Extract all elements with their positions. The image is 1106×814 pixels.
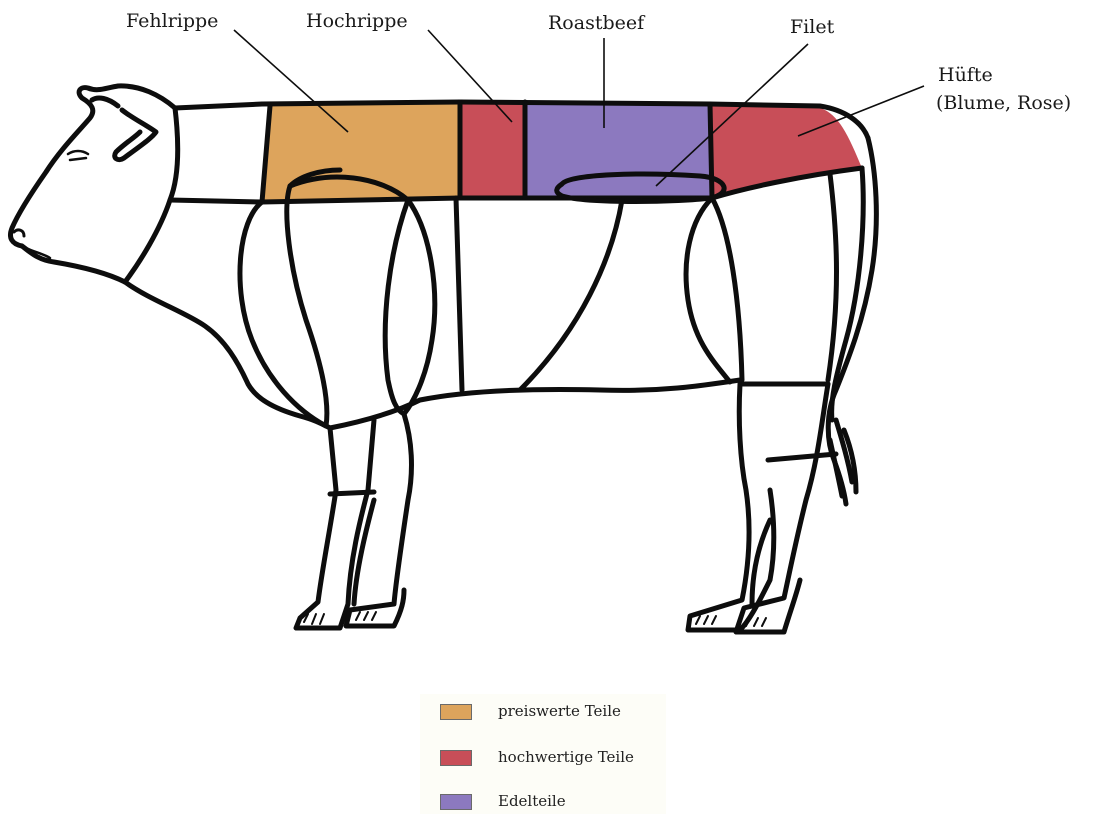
legend: preiswerte Teile hochwertige Teile Edelt… [420, 694, 666, 814]
ear-outline [115, 110, 156, 160]
flank-vertical [456, 198, 462, 390]
legend-label-preiswert: preiswerte Teile [498, 700, 621, 722]
chuck-division [170, 106, 270, 202]
region-huefte [710, 104, 862, 198]
label-huefte-sub: (Blume, Rose) [936, 92, 1071, 114]
label-fehlrippe: Fehlrippe [126, 10, 218, 32]
label-filet: Filet [790, 16, 834, 38]
shoulder-inner [290, 177, 408, 414]
nostril-mark [14, 230, 24, 236]
shoulder-oval [240, 170, 340, 426]
region-roastbeef [525, 102, 712, 198]
divider-roast-huefte [710, 104, 712, 198]
legend-label-hochwertig: hochwertige Teile [498, 746, 634, 768]
region-hochrippe [460, 102, 525, 198]
eye-mark [68, 151, 88, 160]
legend-swatch-hochwertig [440, 750, 472, 766]
label-roastbeef: Roastbeef [548, 12, 644, 34]
legend-label-edel: Edelteile [498, 790, 566, 812]
flank-curve [520, 200, 622, 390]
label-huefte: Hüfte [938, 64, 993, 86]
front-leg-left [296, 420, 374, 628]
horn-outline [92, 98, 118, 106]
thigh-line [828, 174, 837, 380]
hind-leg-inner [752, 520, 770, 604]
legend-swatch-edel [440, 794, 472, 810]
hind-leg-left [688, 384, 774, 630]
front-leg-band-left [330, 492, 374, 494]
legend-swatch-preiswert [440, 704, 472, 720]
label-hochrippe: Hochrippe [306, 10, 408, 32]
brisket-oval [404, 200, 435, 414]
hock-line [768, 454, 836, 460]
round-outline [712, 198, 742, 380]
